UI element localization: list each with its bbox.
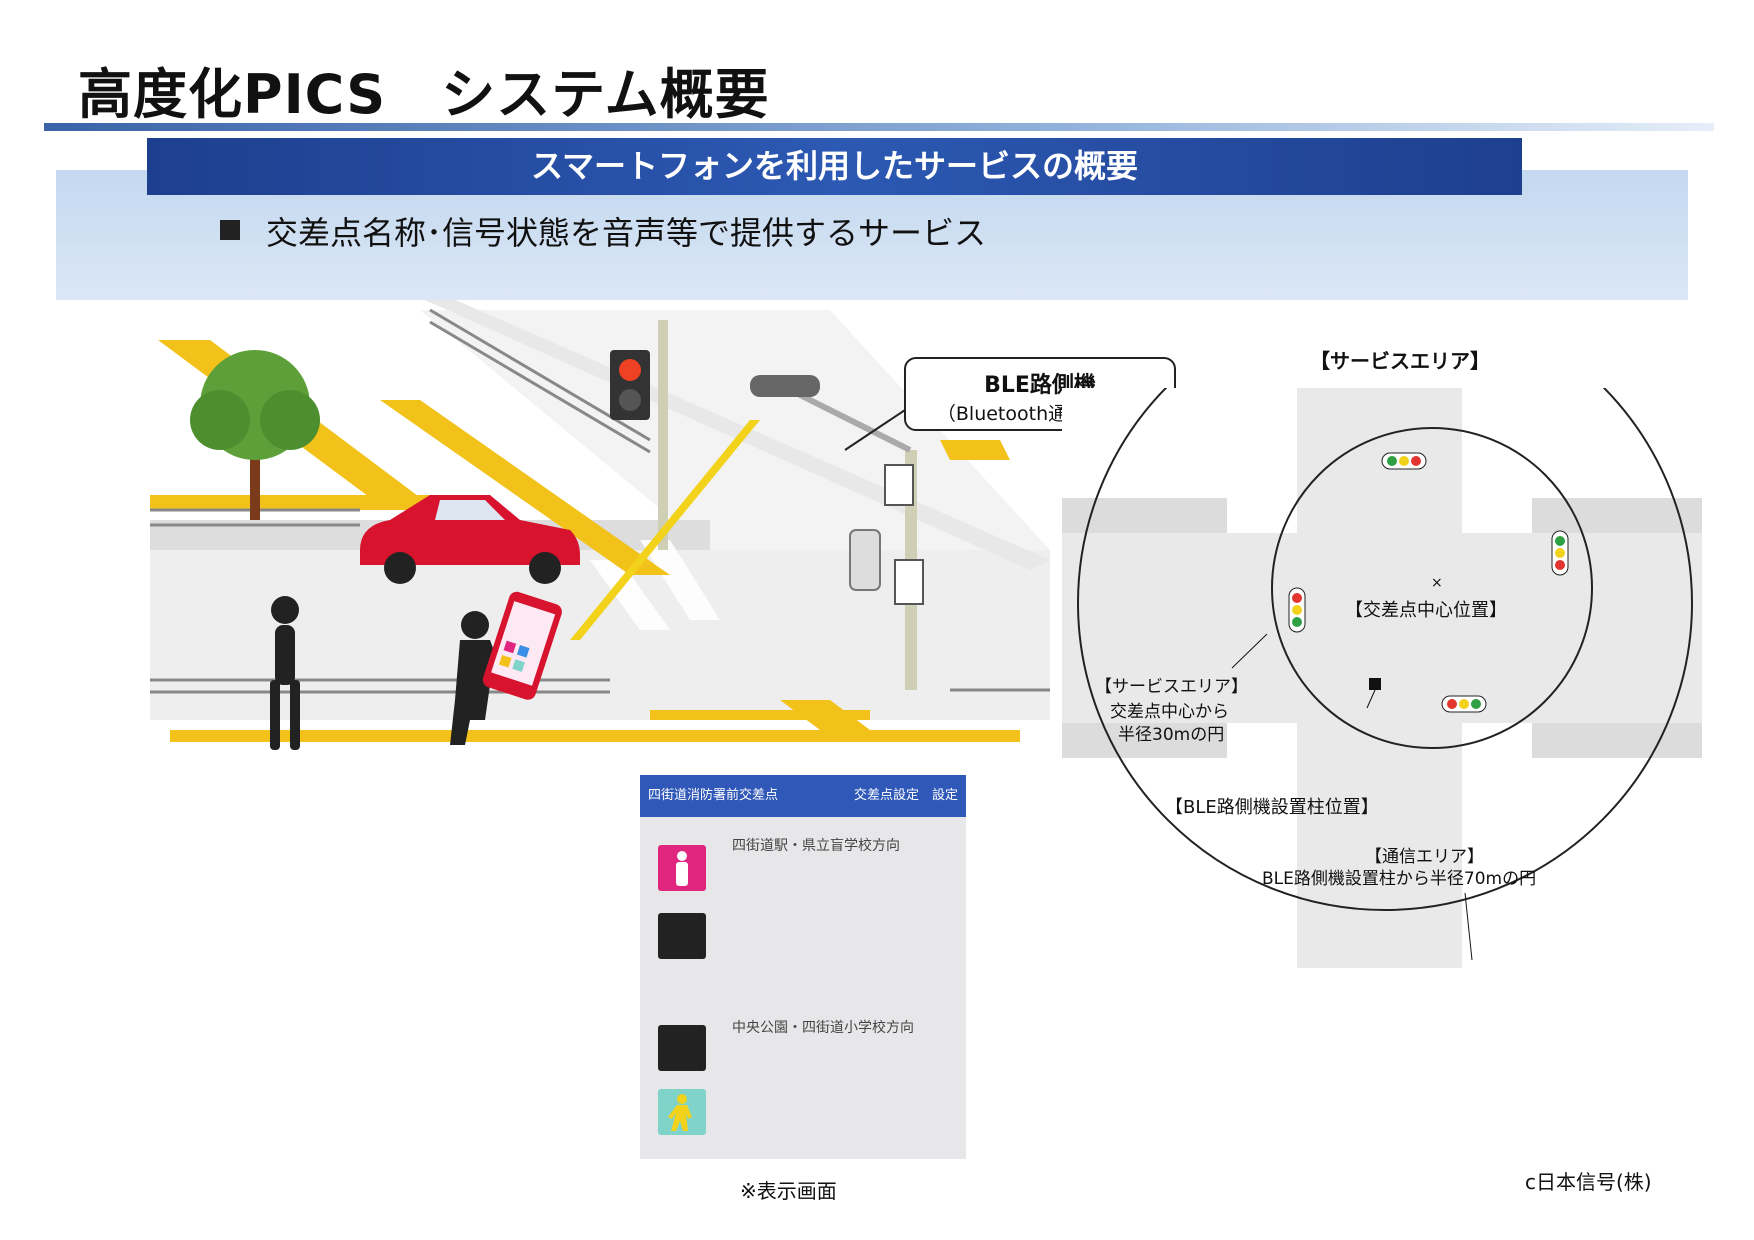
service-area-heading: 【サービスエリア】	[1310, 349, 1490, 373]
service-area-desc-2: 半径30mの円	[1118, 725, 1225, 745]
smartphone-icon	[482, 591, 562, 700]
center-marker-icon: ×	[1431, 575, 1443, 591]
ble-pole-label: 【BLE路側機設置柱位置】	[1165, 797, 1379, 818]
intersection-name: 四街道消防署前交差点	[648, 788, 779, 803]
bullet-text: 交差点名称･信号状態を音声等で提供するサービス	[266, 214, 987, 252]
service-area-map	[1062, 388, 1702, 968]
traffic-signal-icon	[1288, 452, 1569, 713]
comm-area-desc: BLE路側機設置柱から半径70mの円	[1262, 869, 1537, 889]
section-header: スマートフォンを利用したサービスの概要	[147, 138, 1522, 195]
bullet-item: 交差点名称･信号状態を音声等で提供するサービス	[220, 208, 986, 254]
phone-display-screen: 四街道消防署前交差点 交差点設定 設定 四街道駅・県立盲学校方向 中央公園・四街…	[640, 775, 966, 1159]
intersection-center-label: 【交差点中心位置】	[1345, 600, 1507, 621]
car-icon	[360, 495, 580, 584]
copyright-text: c日本信号(株)	[1525, 1170, 1652, 1194]
page-title: 高度化PICS システム概要	[78, 63, 770, 126]
bullet-square-icon	[220, 220, 240, 240]
direction-label-2: 中央公園・四街道小学校方向	[732, 1020, 914, 1036]
settings-link[interactable]: 交差点設定 設定	[853, 788, 958, 803]
title-underline	[44, 123, 1714, 131]
direction-label-1: 四街道駅・県立盲学校方向	[732, 838, 900, 854]
pedestrian-off-icon	[658, 913, 706, 959]
pedestrian-off-icon	[658, 1025, 706, 1071]
display-caption: ※表示画面	[740, 1179, 837, 1203]
street-illustration	[150, 300, 1050, 750]
service-area-label: 【サービスエリア】	[1095, 677, 1248, 697]
pedestrian-red-icon	[658, 845, 706, 891]
comm-area-label: 【通信エリア】	[1365, 847, 1484, 867]
service-area-desc-1: 交差点中心から	[1110, 702, 1229, 722]
phone-screen-header: 四街道消防署前交差点 交差点設定 設定	[640, 775, 966, 817]
pedestrian-green-icon	[658, 1089, 706, 1135]
